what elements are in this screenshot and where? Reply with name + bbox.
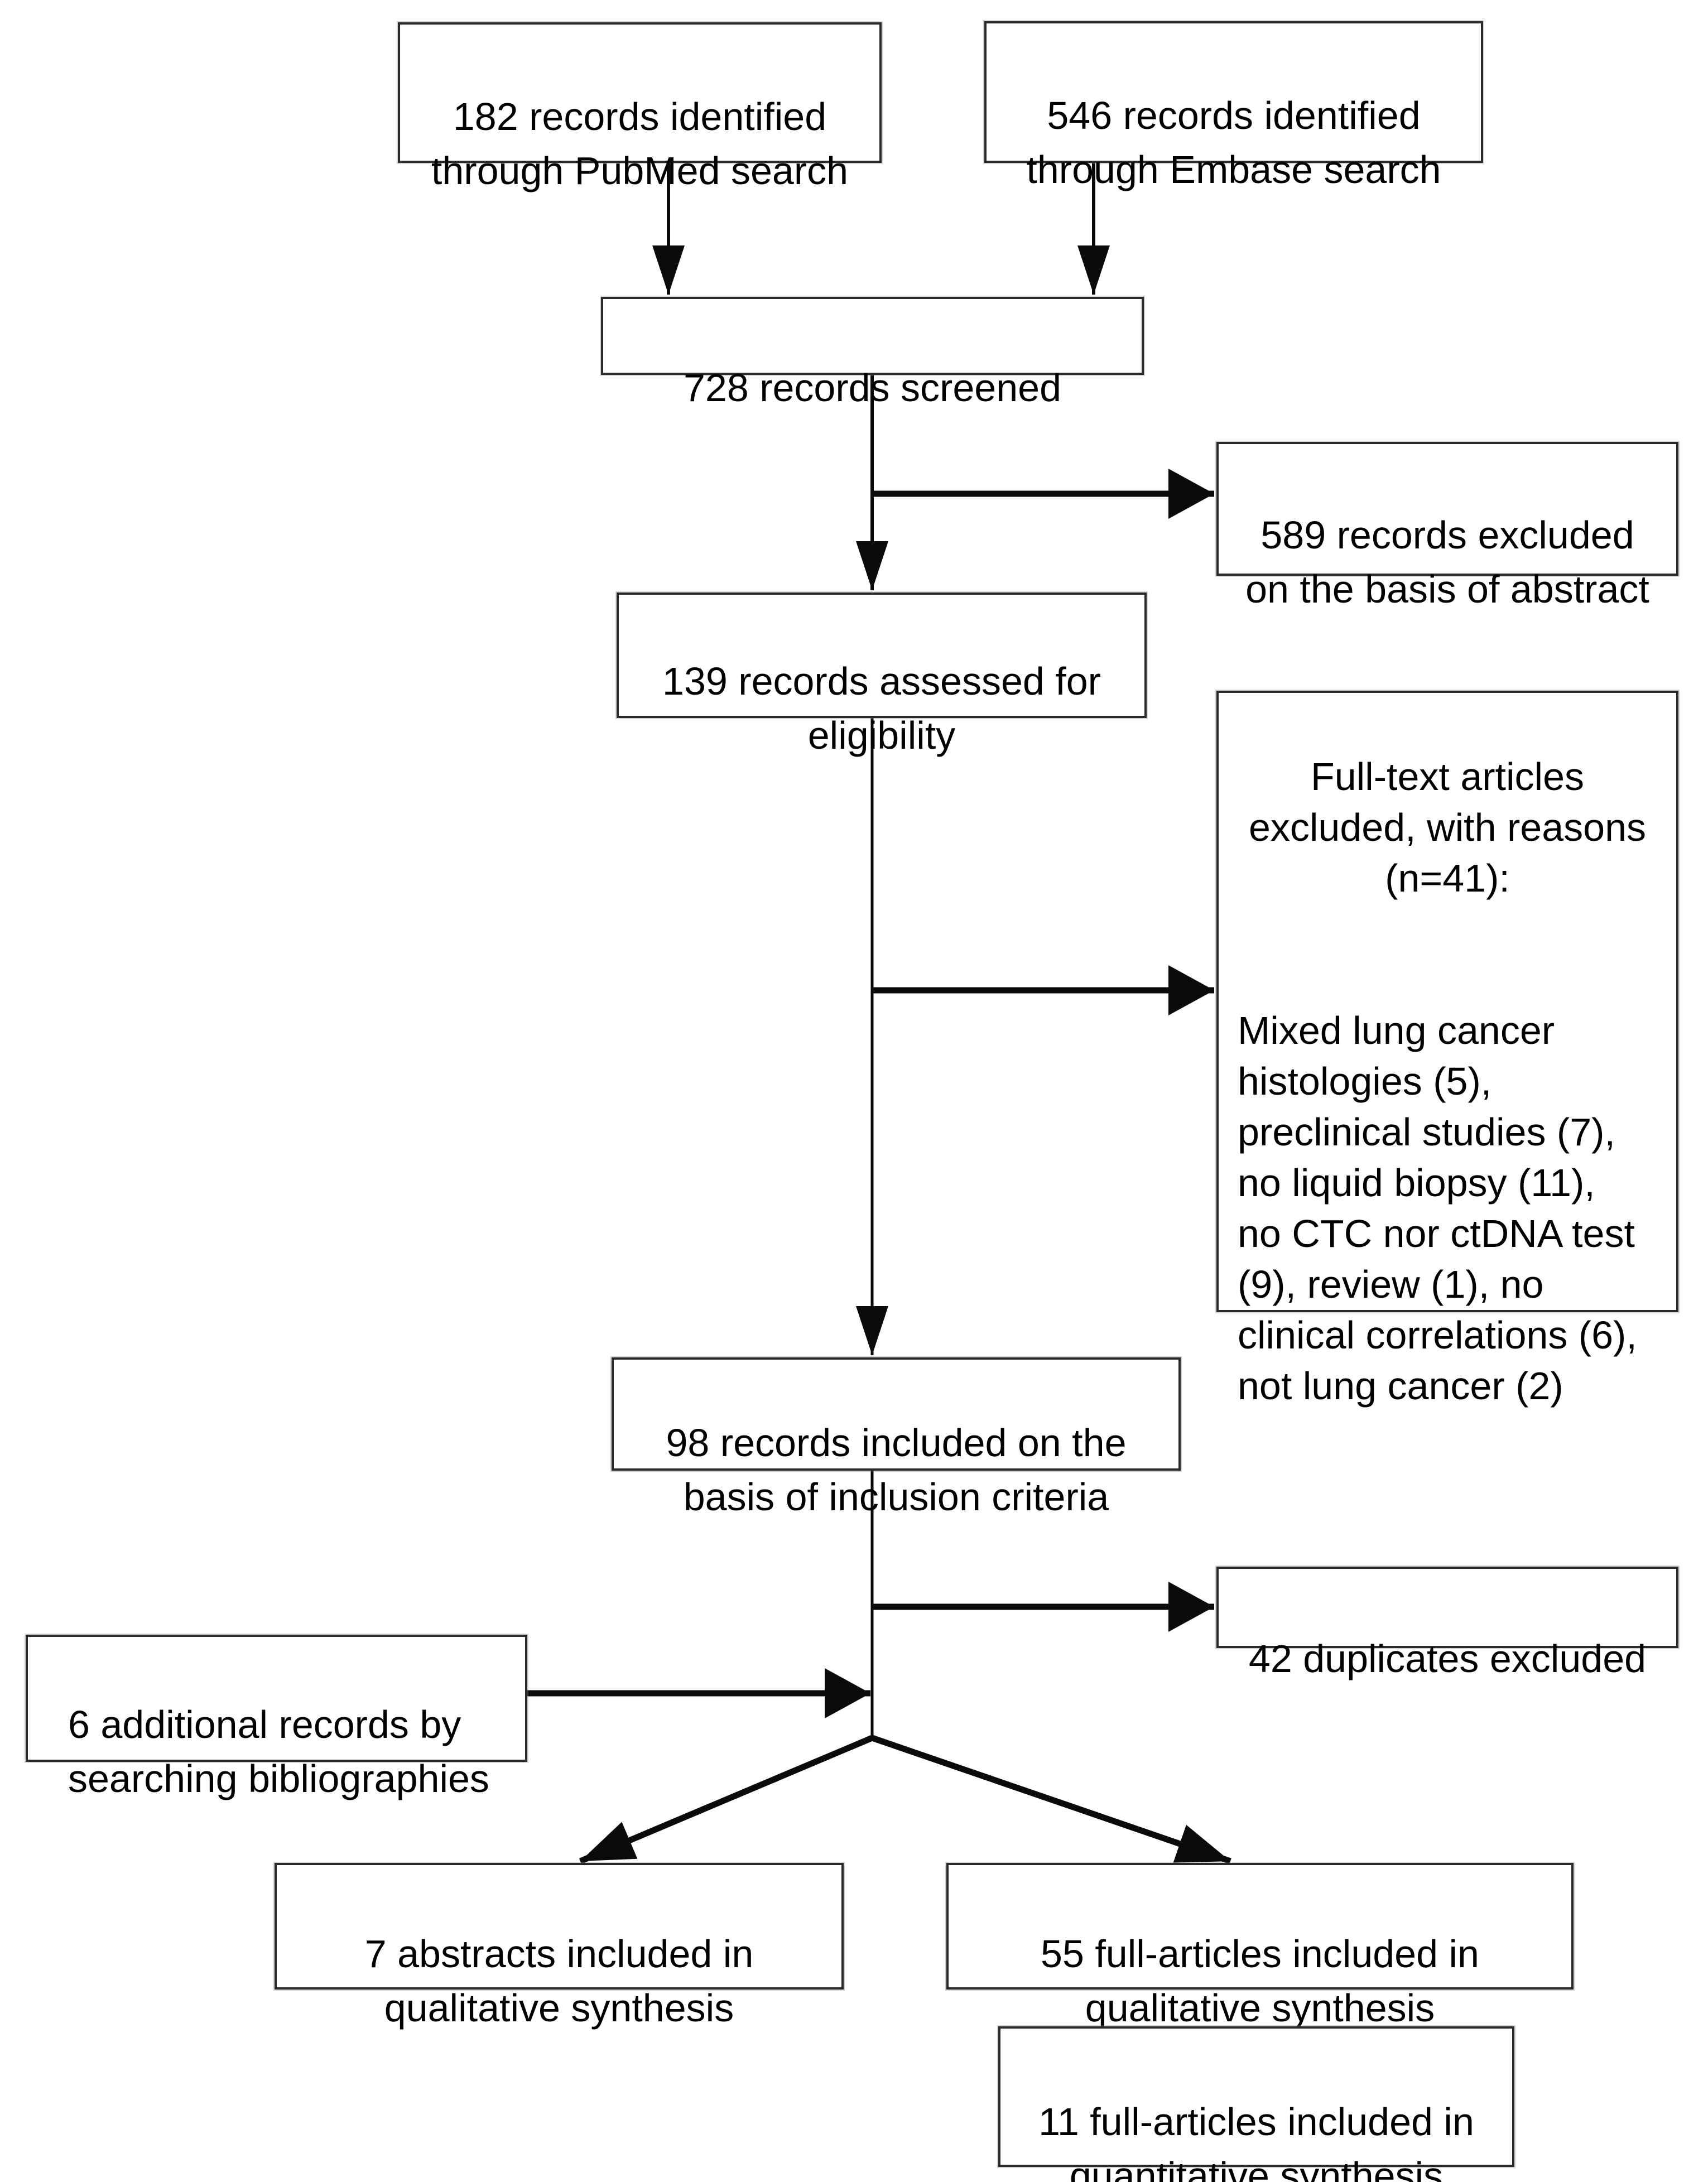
box-records-assessed-eligibility: 139 records assessed for eligibility xyxy=(617,593,1147,757)
fulltext-excluded-reason-list: Mixed lung cancer histologies (5), precl… xyxy=(1238,1009,1637,1408)
box-duplicates-excluded: 42 duplicates excluded xyxy=(1216,1567,1678,1680)
box-duplicates-excluded-text: 42 duplicates excluded xyxy=(1248,1637,1647,1680)
box-records-excluded-abstract: 589 records excluded on the basis of abs… xyxy=(1216,442,1678,611)
box-records-screened: 728 records screened xyxy=(601,297,1144,410)
box-abstracts-qualitative-synthesis: 7 abstracts included in qualitative synt… xyxy=(275,1863,844,2030)
fulltext-excluded-heading: Full-text articles excluded, with reason… xyxy=(1248,755,1647,900)
box-records-assessed-eligibility-text: 139 records assessed for eligibility xyxy=(662,659,1101,757)
box-fullarticles-quantitative-synthesis-text: 11 full-articles included in quantitativ… xyxy=(1038,2100,1474,2182)
box-fulltext-excluded-reasons: Full-text articles excluded, with reason… xyxy=(1216,691,1678,1408)
box-records-included-criteria-text: 98 records included on the basis of incl… xyxy=(666,1421,1127,1519)
box-records-pubmed-text: 182 records identified through PubMed se… xyxy=(431,95,849,192)
box-records-screened-text: 728 records screened xyxy=(683,366,1062,410)
box-abstracts-qualitative-synthesis-text: 7 abstracts included in qualitative synt… xyxy=(364,1932,754,2030)
box-records-included-criteria: 98 records included on the basis of incl… xyxy=(612,1357,1181,1519)
box-records-embase: 546 records identified through Embase se… xyxy=(984,21,1483,191)
box-fullarticles-quantitative-synthesis: 11 full-articles included in quantitativ… xyxy=(998,2026,1514,2182)
box-fullarticles-qualitative-synthesis: 55 full-articles included in qualitative… xyxy=(946,1863,1574,2030)
arrow-split-to-fullarticles xyxy=(871,1735,1231,1865)
box-additional-records-bibliographies: 6 additional records by searching biblio… xyxy=(26,1635,527,1800)
box-additional-records-bibliographies-text: 6 additional records by searching biblio… xyxy=(68,1703,489,1800)
box-records-embase-text: 546 records identified through Embase se… xyxy=(1026,94,1441,191)
arrow-split-to-abstracts xyxy=(579,1735,874,1865)
box-records-excluded-abstract-text: 589 records excluded on the basis of abs… xyxy=(1245,513,1649,611)
box-fullarticles-qualitative-synthesis-text: 55 full-articles included in qualitative… xyxy=(1041,1932,1479,2030)
box-records-pubmed: 182 records identified through PubMed se… xyxy=(398,22,882,192)
